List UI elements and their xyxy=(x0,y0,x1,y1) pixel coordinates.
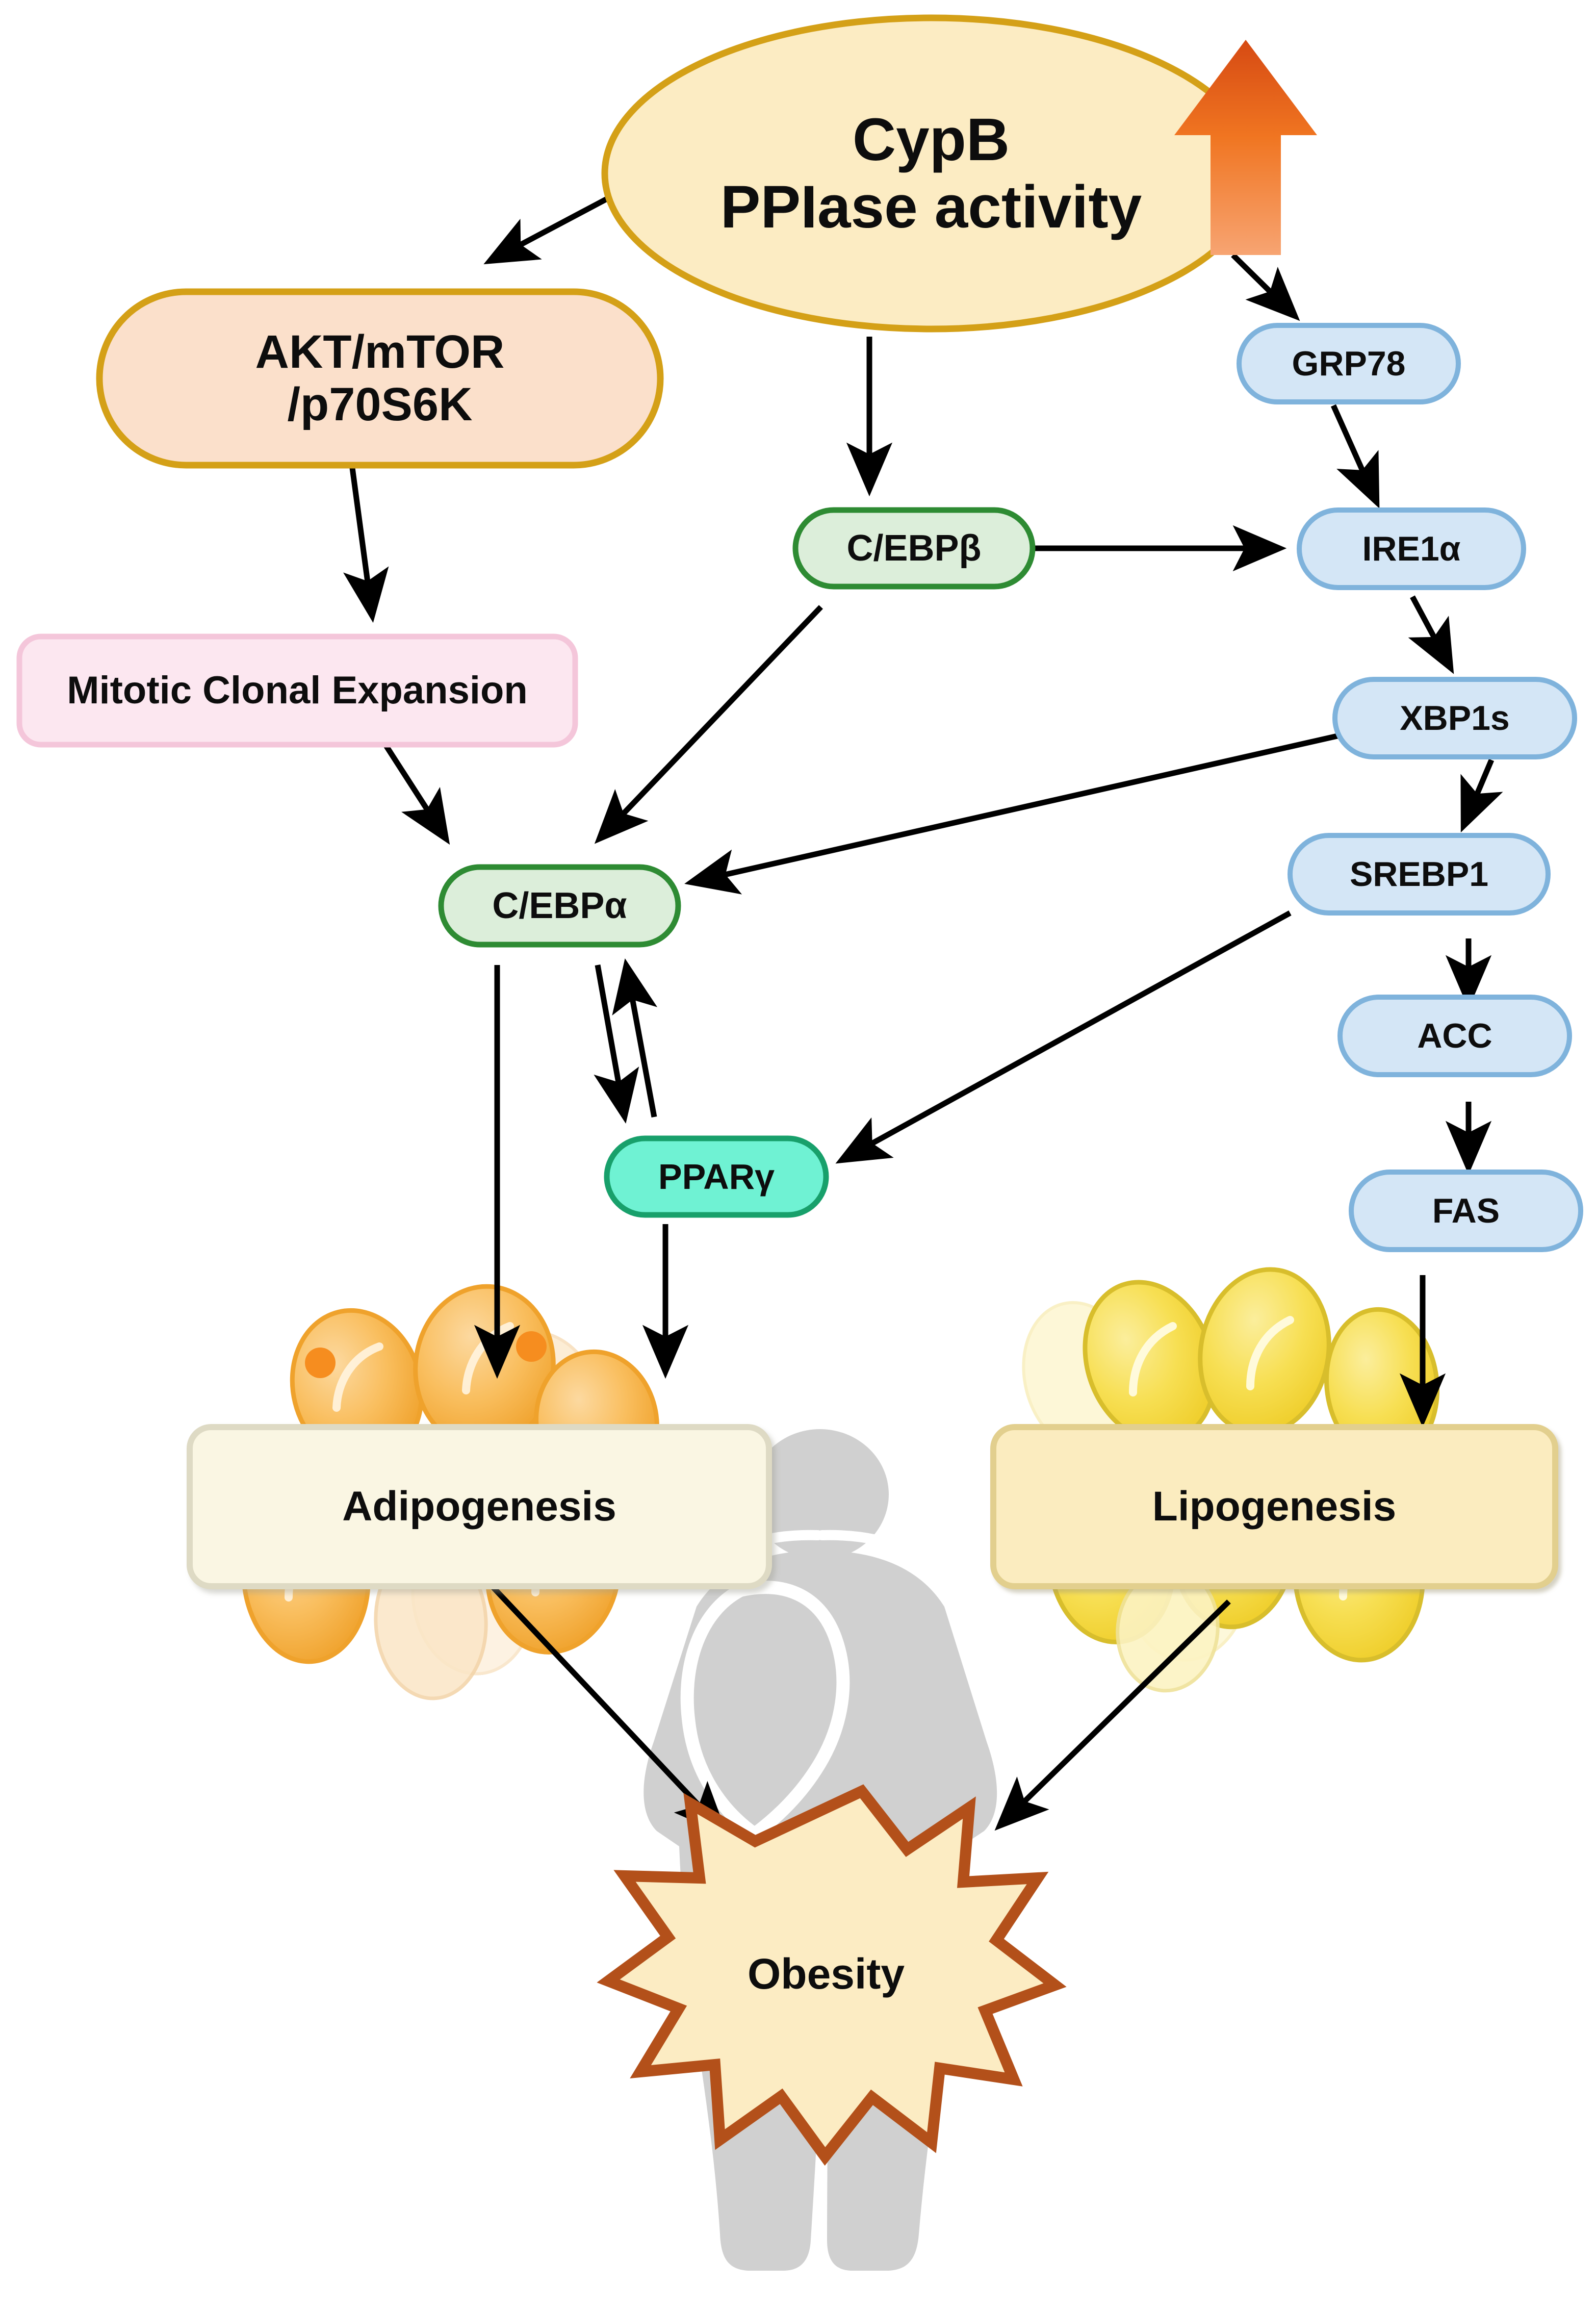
node-srebp1[interactable] xyxy=(1288,833,1551,916)
edge-xbp1s-srebp1 xyxy=(1460,758,1503,833)
node-lipogenesis[interactable] xyxy=(990,1424,1558,1589)
node-obesity[interactable] xyxy=(597,1784,1067,2166)
edge-grp78-ire1a xyxy=(1330,404,1380,509)
node-mce[interactable] xyxy=(16,633,578,748)
edge-cebpa-pparg xyxy=(594,964,639,1124)
edge-pparg-cebpa xyxy=(612,958,658,1117)
edge-srebp1-pparg xyxy=(835,910,1292,1164)
edge-akt-mce xyxy=(343,464,389,623)
edge-xbp1s-cebpa xyxy=(684,726,1368,895)
edge-lipogenesis-obesity xyxy=(994,1599,1231,1831)
node-cebpa[interactable] xyxy=(438,864,681,948)
node-adipogenesis[interactable] xyxy=(187,1424,772,1589)
node-akt[interactable] xyxy=(96,288,664,469)
node-cypb[interactable] xyxy=(601,14,1261,333)
edge-cypb-akt xyxy=(483,196,608,265)
node-fas[interactable] xyxy=(1349,1170,1583,1252)
node-pparg[interactable] xyxy=(604,1135,829,1218)
edges-layer xyxy=(343,196,1503,1836)
upregulation-arrow xyxy=(1174,40,1317,255)
edge-cypb-grp78 xyxy=(1231,253,1300,321)
node-xbp1s[interactable] xyxy=(1332,677,1577,759)
edge-cebpb-cebpa xyxy=(594,605,823,844)
node-grp78[interactable] xyxy=(1237,323,1461,404)
edge-ire1a-xbp1s xyxy=(1408,595,1454,674)
node-acc[interactable] xyxy=(1337,995,1572,1077)
node-cebpb[interactable] xyxy=(792,507,1036,590)
edge-adipogenesis-obesity xyxy=(490,1584,728,1836)
node-ire1a[interactable] xyxy=(1297,507,1526,590)
